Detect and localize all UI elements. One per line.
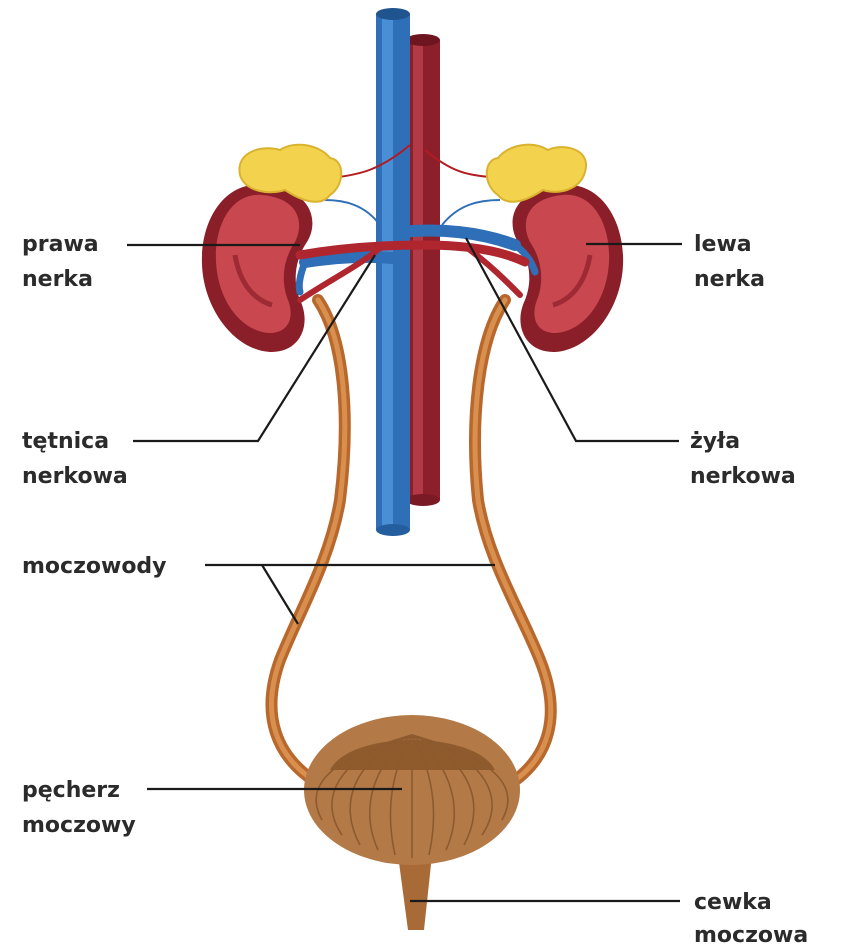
right-kidney xyxy=(202,185,313,352)
bladder xyxy=(304,715,520,930)
aorta xyxy=(406,34,440,506)
left-kidney xyxy=(513,185,624,352)
urethra-shape xyxy=(398,855,432,930)
leader-ureters xyxy=(205,565,495,624)
vena-cava xyxy=(376,8,410,536)
label-bladder: pęcherz moczowy xyxy=(22,778,136,838)
label-renal-artery: tętnica nerkowa xyxy=(22,429,128,489)
label-urethra: cewka moczowa xyxy=(694,890,808,947)
label-ureters: moczowody xyxy=(22,554,167,579)
label-left-kidney: lewa nerka xyxy=(694,232,765,292)
ureter-right xyxy=(272,300,345,790)
label-right-kidney: prawa nerka xyxy=(22,232,106,292)
label-renal-vein: żyła nerkowa xyxy=(690,429,796,489)
